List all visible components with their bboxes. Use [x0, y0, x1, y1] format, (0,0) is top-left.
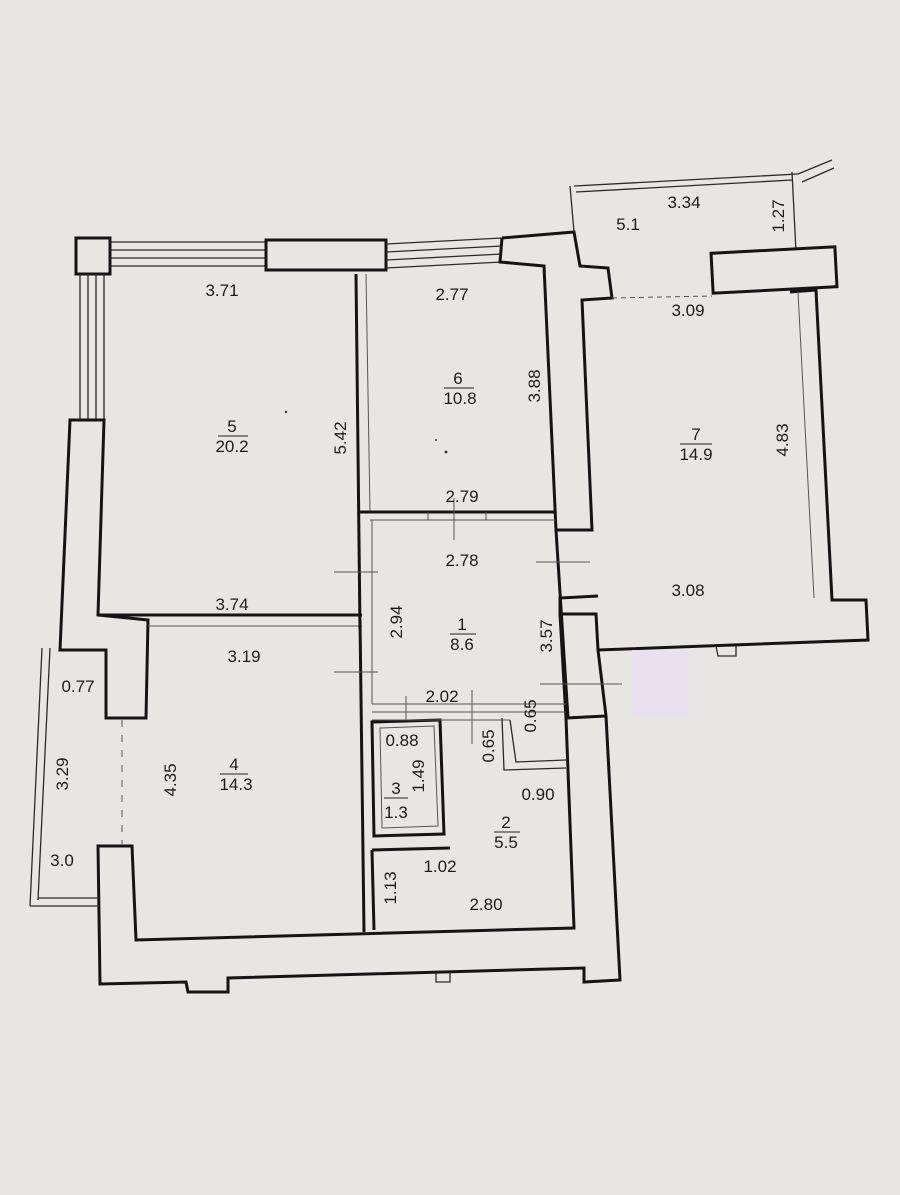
dim-label: 1.27: [769, 199, 788, 232]
room-2-number: 2: [501, 813, 510, 832]
room-2-area: 5.5: [494, 833, 518, 852]
dim-label: 2.94: [387, 605, 406, 638]
room-6-area: 10.8: [443, 389, 476, 408]
dim-label: 4.83: [773, 423, 792, 456]
dim-label: 0.65: [521, 699, 540, 732]
dim-label: 0.88: [385, 731, 418, 750]
smudge: [632, 650, 688, 716]
dim-label: 2.79: [445, 487, 478, 506]
dim-label: 3.34: [667, 193, 700, 212]
room-7-area: 14.9: [679, 445, 712, 464]
dim-label: 3.09: [671, 301, 704, 320]
room-3-area: 1.3: [384, 803, 408, 822]
balcony-label: 5.1: [616, 215, 640, 234]
room-1-number: 1: [457, 615, 466, 634]
dim-label: 0.77: [61, 677, 94, 696]
room-4-area: 14.3: [219, 775, 252, 794]
dim-label: 2.77: [435, 285, 468, 304]
dim-label: 4.35: [161, 763, 180, 796]
dim-label: 3.71: [205, 281, 238, 300]
dimension-labels: 3.71 2.77 3.34 1.27 3.09 5.42 3.88 4.83 …: [50, 193, 792, 914]
room-1-area: 8.6: [450, 635, 474, 654]
bottom-wall: [96, 715, 622, 994]
dim-label: 2.80: [469, 895, 502, 914]
dim-label: 3.88: [525, 369, 544, 402]
right-wall: [558, 288, 870, 652]
room-3-number: 3: [391, 779, 400, 798]
dim-label: 3.29: [53, 757, 72, 790]
dim-label: 0.65: [479, 729, 498, 762]
dim-label: 3.0: [50, 851, 74, 870]
dim-label: 0.90: [521, 785, 554, 804]
room-5-number: 5: [227, 417, 236, 436]
left-wall: [58, 418, 150, 720]
dim-label: 3.08: [671, 581, 704, 600]
dim-label: 1.13: [381, 871, 400, 904]
dim-label: 1.49: [409, 759, 428, 792]
wall-segment-top: [264, 238, 388, 272]
dim-label: 5.42: [331, 421, 350, 454]
dim-label: 2.78: [445, 551, 478, 570]
balcony-column: [709, 245, 839, 295]
dim-label: 3.19: [227, 647, 260, 666]
walls: [29, 159, 870, 994]
dim-label: 3.57: [537, 619, 556, 652]
room-4-number: 4: [229, 755, 238, 774]
dim-label: 2.02: [425, 687, 458, 706]
wall-room6-right: [498, 230, 614, 532]
dim-label: 3.74: [215, 595, 248, 614]
corner-column: [74, 236, 112, 276]
dim-label: 1.02: [423, 857, 456, 876]
room-6-number: 6: [453, 369, 462, 388]
room-7-number: 7: [691, 425, 700, 444]
room-labels: 5 20.2 6 10.8 7 14.9 1 8.6 4 14.3 3 1.3 …: [215, 215, 712, 852]
room-5-area: 20.2: [215, 437, 248, 456]
